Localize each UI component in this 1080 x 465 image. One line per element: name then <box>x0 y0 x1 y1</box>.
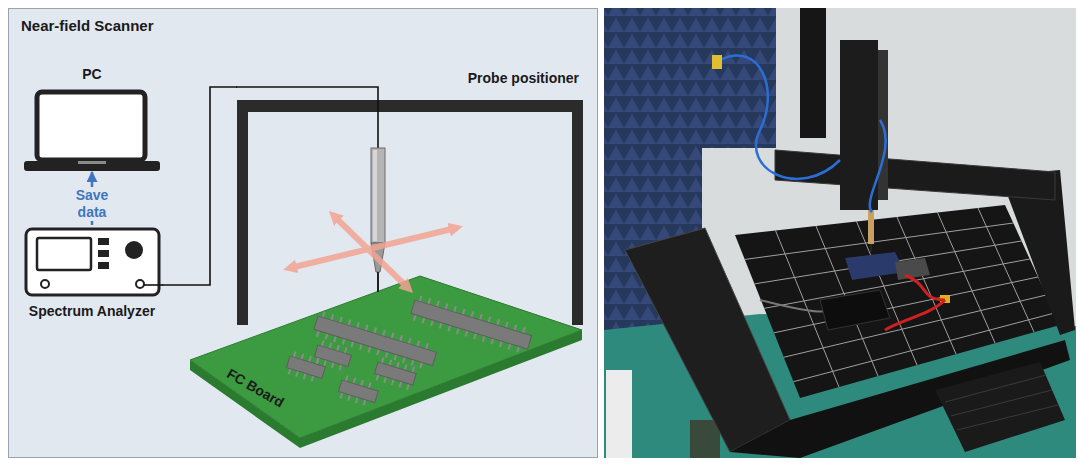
ic-chip <box>314 345 351 367</box>
device-label: PC <box>82 66 101 83</box>
part-label: FC Board <box>224 365 287 411</box>
photo <box>868 210 874 244</box>
panel-title: Near-field Scanner <box>21 17 154 34</box>
positioner-frame <box>237 100 583 112</box>
motion-arrow <box>334 216 408 288</box>
positioner-box: Probe positioner <box>237 66 585 326</box>
analyzer-icon <box>98 238 109 245</box>
photo <box>712 55 722 69</box>
photo <box>774 277 1038 333</box>
near-field-probe <box>373 150 377 241</box>
fc-board <box>190 276 582 438</box>
analyzer-icon <box>98 250 109 257</box>
device-label: Spectrum Analyzer <box>29 303 155 320</box>
analyzer-icon <box>37 238 91 270</box>
photo <box>870 120 886 212</box>
photo <box>800 8 826 138</box>
analyzer-icon <box>136 280 144 288</box>
panel-ground <box>8 8 598 458</box>
analyzer-icon <box>98 262 109 269</box>
photo <box>945 375 1058 430</box>
photo <box>625 228 790 452</box>
photo <box>720 55 840 178</box>
probe-cable <box>162 87 237 285</box>
photo <box>604 8 1076 458</box>
ic-chip <box>286 356 325 378</box>
photo <box>604 8 1076 458</box>
near-field-probe <box>371 148 385 243</box>
laptop-icon <box>37 92 145 160</box>
edge-label: Save data <box>73 187 112 221</box>
photo <box>820 290 890 330</box>
analyzer-box: Spectrum Analyzer <box>22 225 162 320</box>
laptop-icon <box>78 161 106 164</box>
photo <box>730 340 1070 458</box>
analyzer-icon <box>26 229 159 295</box>
photo <box>870 244 872 252</box>
near-field-probe <box>377 272 379 292</box>
ic-chip <box>286 353 327 381</box>
ic-chip <box>338 380 378 403</box>
near-field-probe <box>371 148 385 292</box>
photo <box>606 370 632 458</box>
ic-chip <box>286 297 533 405</box>
fc-board <box>190 276 582 448</box>
ic-chip <box>374 362 416 385</box>
laptop-icon <box>24 161 160 171</box>
photo <box>935 362 1065 452</box>
positioner-frame <box>572 100 583 325</box>
ic-chip <box>374 359 418 388</box>
photo <box>951 390 1052 416</box>
analyzer-icon <box>41 280 49 288</box>
probe-cable <box>144 284 163 286</box>
photo <box>690 420 720 458</box>
laptop-icon <box>24 92 160 171</box>
probe-cable <box>236 87 378 149</box>
ic-chip <box>313 313 437 368</box>
scanner-panel: Near-field ScannerPC Spectrum Analyzer Pro… <box>8 8 598 458</box>
part-label: Probe positioner <box>468 70 579 87</box>
motion-arrow <box>290 228 456 268</box>
motion-arrow <box>290 216 456 288</box>
photo <box>840 40 878 210</box>
pc-box: PC <box>28 66 156 172</box>
ic-chip <box>411 300 532 349</box>
board-box: FC Board <box>188 272 584 450</box>
photo <box>905 275 945 300</box>
photo <box>895 258 930 280</box>
photo <box>755 241 1022 284</box>
photo <box>764 259 1030 308</box>
analyzer-icon <box>125 241 143 259</box>
photo <box>957 405 1058 430</box>
photo <box>945 375 1046 402</box>
photo <box>885 300 945 330</box>
positioner-frame <box>237 100 248 325</box>
ic-chip <box>338 377 380 405</box>
analyzer-icon <box>26 229 159 295</box>
